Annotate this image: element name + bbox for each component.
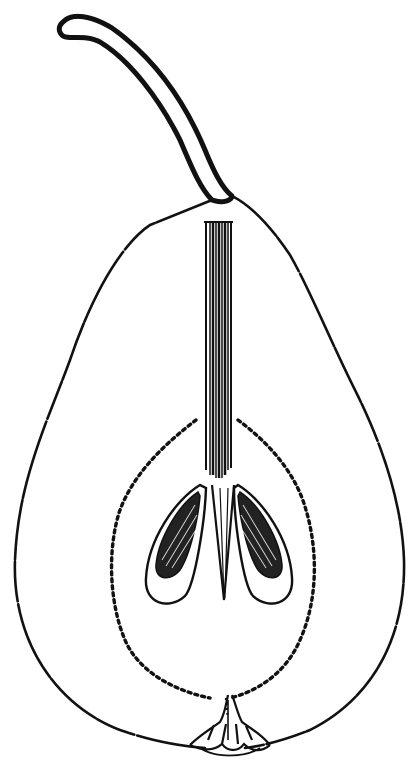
stem <box>59 16 232 201</box>
core-column <box>204 222 233 478</box>
